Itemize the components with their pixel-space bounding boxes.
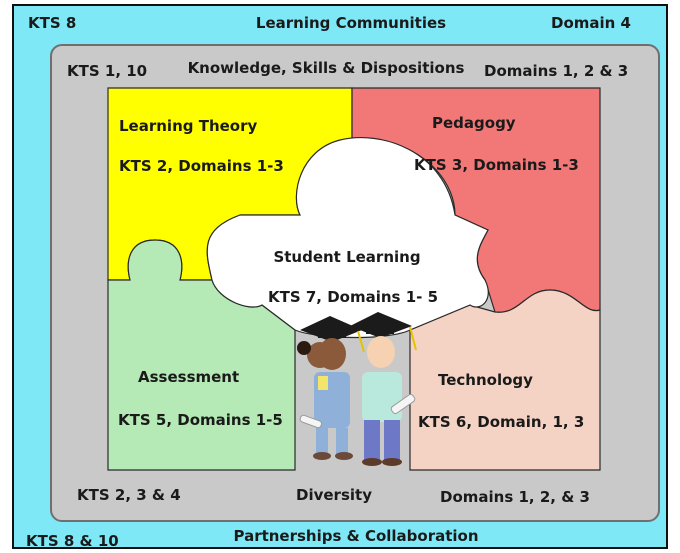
- pedagogy-sub: KTS 3, Domains 1-3: [414, 156, 579, 174]
- outer-bottom-center-label: Partnerships & Collaboration: [233, 527, 479, 545]
- inner-top-left-label: KTS 1, 10: [67, 62, 148, 80]
- learning-theory-sub: KTS 2, Domains 1-3: [119, 157, 284, 175]
- assessment-title: Assessment: [138, 368, 240, 386]
- technology-sub: KTS 6, Domain, 1, 3: [418, 413, 585, 431]
- inner-top-right-label: Domains 1, 2 & 3: [484, 62, 629, 80]
- assessment-sub: KTS 5, Domains 1-5: [118, 411, 283, 429]
- student-learning-title: Student Learning: [273, 248, 421, 266]
- inner-bottom-right-label: Domains 1, 2, & 3: [440, 488, 590, 506]
- piece-technology: [409, 289, 601, 471]
- outer-top-center-label: Learning Communities: [255, 14, 447, 32]
- piece-student-learning: [206, 136, 489, 339]
- graduates-icon: [297, 312, 417, 466]
- technology-title: Technology: [438, 371, 533, 389]
- outer-top-right-label: Domain 4: [551, 14, 631, 32]
- outer-bottom-left-label: KTS 8 & 10: [26, 532, 119, 550]
- learning-theory-title: Learning Theory: [119, 117, 258, 135]
- student-learning-sub: KTS 7, Domains 1- 5: [267, 288, 439, 306]
- inner-bottom-center-label: Diversity: [296, 486, 372, 504]
- pedagogy-title: Pedagogy: [432, 114, 516, 132]
- inner-bottom-left-label: KTS 2, 3 & 4: [77, 486, 181, 504]
- outer-top-left-label: KTS 8: [28, 14, 77, 32]
- inner-top-center-label: Knowledge, Skills & Dispositions: [187, 59, 465, 77]
